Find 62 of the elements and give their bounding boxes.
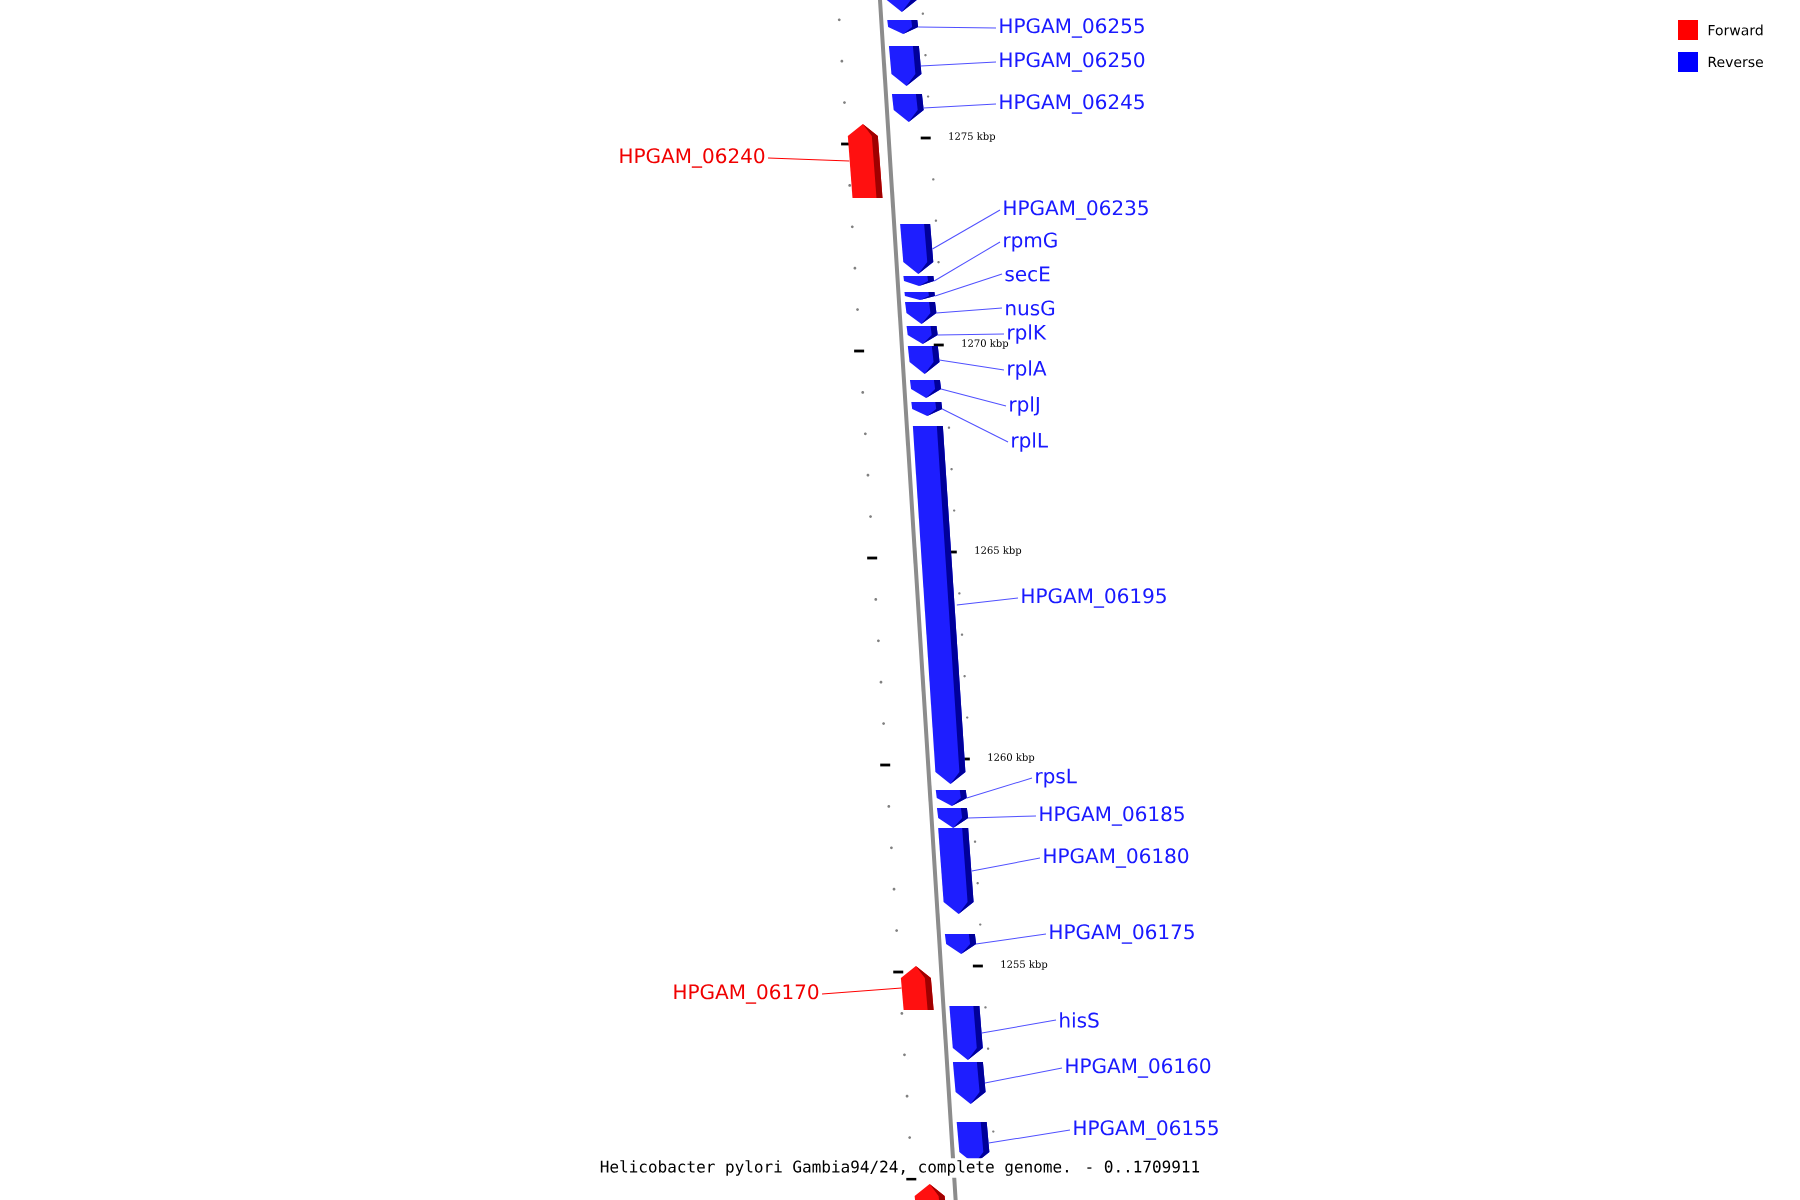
gene-label: HPGAM_06235 <box>1004 200 1148 220</box>
leader-line <box>940 388 1007 407</box>
gene-label: HPGAM_06175 <box>1050 924 1194 944</box>
leader-line <box>934 273 1003 297</box>
gene-label: rpmG <box>1004 232 1057 252</box>
gene-label: rplL <box>1012 432 1048 452</box>
gene-label: HPGAM_06250 <box>1000 52 1145 72</box>
gene-feature <box>906 326 938 344</box>
gene-label: HPGAM_06195 <box>1022 588 1166 608</box>
gene-feature <box>909 380 942 398</box>
gene-label: hisS <box>1060 1012 1099 1028</box>
gene-feature <box>847 124 883 198</box>
leader-line <box>956 597 1019 606</box>
gene-feature <box>949 1006 983 1060</box>
leader-line <box>935 307 1003 314</box>
gene-feature <box>936 808 969 828</box>
leader-line <box>821 987 903 995</box>
gene-feature <box>952 1062 986 1104</box>
gene-feature <box>907 346 940 374</box>
leader-line <box>981 1019 1057 1034</box>
leader-line <box>933 241 1001 282</box>
gene-label: HPGAM_06245 <box>1000 94 1144 114</box>
gene-label: HPGAM_06185 <box>1040 806 1184 826</box>
gene-feature <box>944 934 977 954</box>
leader-line <box>917 26 997 29</box>
leader-line <box>931 209 1001 250</box>
gene-feature <box>904 292 935 300</box>
gene-label: rplJ <box>1010 396 1039 416</box>
gene-label: nusG <box>1006 300 1055 316</box>
gene-label: HPGAM_06160 <box>1066 1058 1211 1078</box>
gene-feature <box>900 966 934 1010</box>
gene-label: HPGAM_06155 <box>1074 1120 1218 1140</box>
gene-label: rplK <box>1008 324 1047 344</box>
leader-line <box>767 157 850 162</box>
caption: Helicobacter pylori Gambia94/24, complete genome. - 0..1709911 <box>597 1158 1203 1178</box>
gene-label: rpsL <box>1036 768 1077 788</box>
leader-line <box>984 1067 1063 1084</box>
leader-line <box>971 857 1041 872</box>
gene-feature <box>888 46 922 86</box>
leader-line <box>938 359 1005 371</box>
leader-line <box>967 815 1037 819</box>
gene-feature <box>911 402 943 416</box>
leader-line <box>988 1129 1071 1144</box>
leader-line <box>937 333 1005 336</box>
gene-label: HPGAM_06240 <box>620 148 765 168</box>
gene-feature <box>891 94 924 122</box>
gene-label: HPGAM_06170 <box>674 984 819 1004</box>
gene-label: rplA <box>1008 360 1047 380</box>
leader-line <box>941 408 1009 443</box>
leader-line <box>920 61 997 67</box>
leader-line <box>975 933 1047 945</box>
gene-feature <box>912 426 966 784</box>
gene-label: HPGAM_06180 <box>1044 848 1189 868</box>
gene-label: HPGAM_06255 <box>1000 18 1144 38</box>
gene-feature <box>887 20 919 34</box>
gene-feature <box>903 276 935 286</box>
gene-feature <box>935 790 967 806</box>
gene-label: secE <box>1005 266 1050 282</box>
leader-line <box>966 777 1033 799</box>
leader-line <box>922 103 997 109</box>
gene-feature <box>885 0 917 12</box>
gene-feature <box>914 1184 947 1200</box>
